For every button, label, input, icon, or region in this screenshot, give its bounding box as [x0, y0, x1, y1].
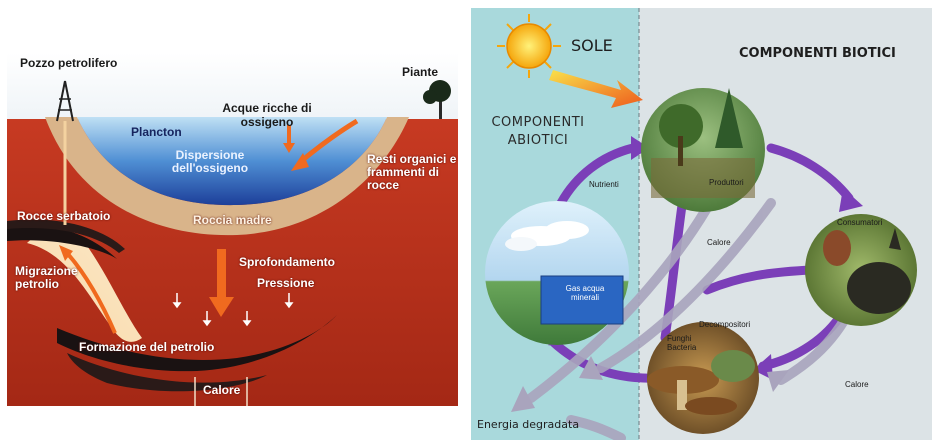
label-funghi: Funghi Bacteria [667, 334, 697, 352]
label-plancton: Plancton [131, 125, 182, 139]
label-dispersione: Dispersione dell'ossigeno [171, 148, 249, 175]
migration-arrowhead [59, 245, 73, 261]
label-formazione: Formazione del petrolio [79, 340, 215, 354]
sediment-layer [45, 117, 409, 236]
label-sprofondamento: Sprofondamento [239, 255, 335, 269]
label-piante: Piante [402, 65, 439, 79]
label-produttori: Produttori [709, 178, 744, 187]
label-gas: Gas acqua minerali [565, 284, 605, 302]
organic-input-arrowhead [291, 153, 309, 171]
label-energia-degradata: Energia degradata [477, 418, 580, 431]
ecosystem-graphic [471, 8, 932, 440]
label-acque: Acque ricche di ossigeno [222, 101, 312, 129]
oil-layer-upper [7, 219, 125, 253]
energy-arrows [526, 198, 856, 440]
label-calore: Calore [203, 383, 241, 397]
oxygen-arrowhead [283, 143, 295, 153]
sun-icon [497, 14, 561, 78]
pressure-arrows [172, 293, 294, 327]
sky [7, 53, 458, 123]
oil-diagram-graphic [7, 53, 458, 406]
oil-formation-diagram: Pozzo petrolifero Piante Acque ricche di… [7, 53, 458, 406]
abiotic-circle [485, 201, 629, 345]
subsidence-arrow [217, 249, 226, 299]
oil-formation-lower [67, 353, 267, 392]
label-decompositori: Decompositori [699, 320, 751, 329]
heat-bracket [194, 377, 248, 406]
label-pozzo: Pozzo petrolifero [20, 56, 118, 70]
sunlight-arrow [549, 70, 643, 108]
migration-arrow [65, 251, 117, 334]
label-migrazione: Migrazione petrolio [15, 264, 78, 291]
label-componenti-biotici: COMPONENTI BIOTICI [739, 46, 896, 61]
decomposers-circle [647, 322, 759, 434]
label-rocce-serbatoio: Rocce serbatoio [17, 209, 111, 223]
label-resti: Resti organici e frammenti di rocce [367, 152, 457, 192]
label-pressione: Pressione [257, 276, 315, 290]
gas-water-box [540, 275, 624, 325]
tree-icon [423, 80, 451, 119]
label-componenti-abiotici: COMPONENTI ABIOTICI [491, 115, 585, 148]
label-sole: SOLE [571, 36, 613, 55]
label-calore-1: Calore [707, 238, 731, 247]
producers-circle [641, 88, 765, 212]
energy-arrowheads [511, 356, 789, 412]
label-roccia-madre: Roccia madre [193, 213, 272, 227]
water-basin [77, 117, 387, 206]
subsidence-arrowhead [209, 297, 234, 317]
label-calore-2: Calore [845, 380, 869, 389]
label-nutrienti: Nutrienti [589, 180, 619, 189]
oil-well-icon [56, 80, 74, 225]
label-consumatori: Consumatori [837, 218, 883, 227]
consumers-circle [805, 214, 917, 326]
migration-band [27, 230, 142, 342]
reservoir-rock [7, 224, 117, 259]
oil-formation-layer [57, 315, 337, 372]
ecosystem-cycle-diagram: SOLE COMPONENTI BIOTICI COMPONENTI ABIOT… [471, 8, 932, 440]
